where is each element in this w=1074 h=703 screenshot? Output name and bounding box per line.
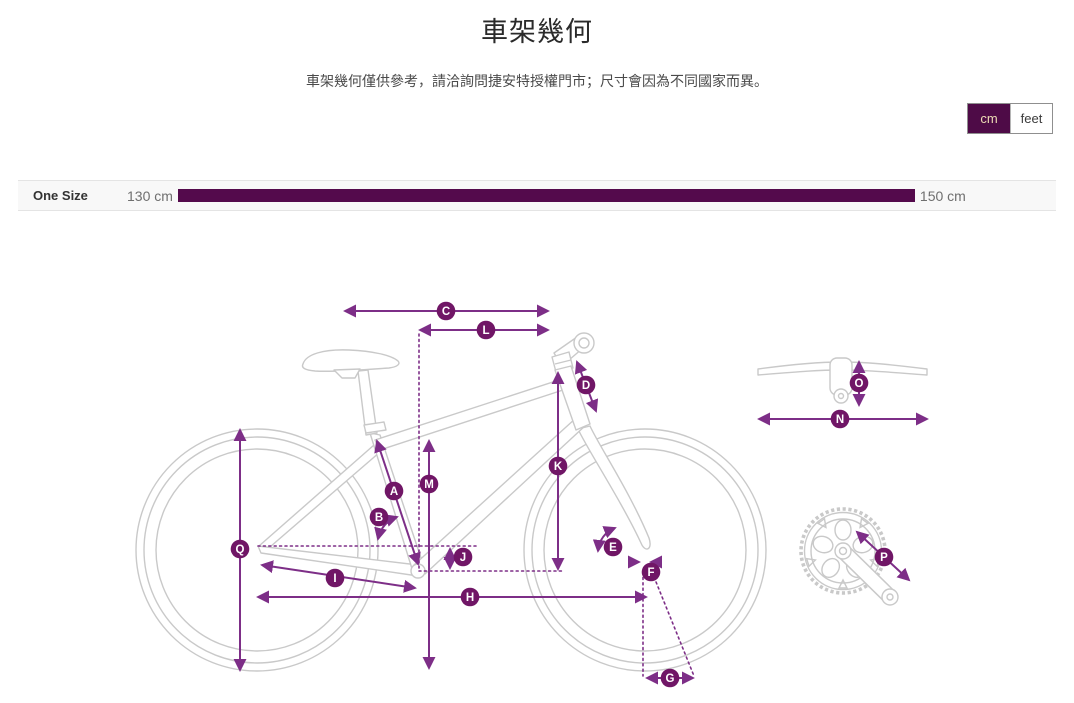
svg-text:D: D — [582, 380, 590, 392]
svg-text:H: H — [466, 592, 474, 604]
svg-text:N: N — [836, 414, 844, 426]
geometry-label-b: B — [369, 507, 389, 527]
handlebar-detail — [757, 357, 928, 404]
geometry-label-f: F — [641, 562, 661, 582]
geometry-label-m: M — [419, 474, 439, 494]
svg-text:B: B — [375, 512, 383, 524]
size-row: One Size 130 cm 150 cm — [18, 180, 1056, 211]
svg-text:F: F — [647, 567, 654, 579]
svg-text:K: K — [554, 461, 563, 473]
size-max-value: 150 cm — [919, 187, 966, 204]
unit-feet-button[interactable]: feet — [1010, 104, 1052, 133]
bike-illustration — [135, 332, 928, 672]
svg-text:P: P — [880, 552, 888, 564]
svg-text:M: M — [424, 479, 434, 491]
size-name: One Size — [33, 188, 88, 203]
geometry-label-c: C — [436, 301, 456, 321]
page-subtitle: 車架幾何僅供參考，請洽詢問捷安特授權門市；尺寸會因為不同國家而異。 — [306, 73, 768, 89]
geometry-label-j: J — [453, 547, 473, 567]
geometry-label-o: O — [849, 373, 869, 393]
geometry-label-l: L — [476, 320, 496, 340]
svg-text:C: C — [442, 306, 450, 318]
geometry-label-q: Q — [230, 539, 250, 559]
geometry-label-g: G — [660, 668, 680, 688]
geometry-label-d: D — [576, 375, 596, 395]
geometry-label-k: K — [548, 456, 568, 476]
svg-text:I: I — [333, 573, 336, 585]
geometry-label-p: P — [874, 547, 894, 567]
front-wheel — [523, 428, 767, 672]
size-range-bar — [177, 189, 915, 202]
rear-wheel — [135, 428, 379, 672]
svg-text:A: A — [390, 486, 398, 498]
geometry-label-i: I — [325, 568, 345, 588]
unit-toggle: cm feet — [967, 103, 1053, 134]
frame — [257, 332, 651, 579]
geometry-label-a: A — [384, 481, 404, 501]
geometry-labels: A B C D E F G H I J K L M N O P Q — [230, 301, 894, 688]
svg-text:G: G — [666, 673, 675, 685]
svg-text:Q: Q — [236, 544, 245, 556]
svg-text:O: O — [855, 378, 864, 390]
unit-cm-button[interactable]: cm — [968, 104, 1010, 133]
page-title: 車架幾何 — [481, 17, 593, 47]
geometry-label-n: N — [830, 409, 850, 429]
geometry-label-h: H — [460, 587, 480, 607]
svg-text:J: J — [460, 552, 466, 564]
svg-text:L: L — [482, 325, 489, 337]
geometry-label-e: E — [603, 537, 623, 557]
svg-text:E: E — [609, 542, 617, 554]
size-min-value: 130 cm — [127, 187, 173, 204]
